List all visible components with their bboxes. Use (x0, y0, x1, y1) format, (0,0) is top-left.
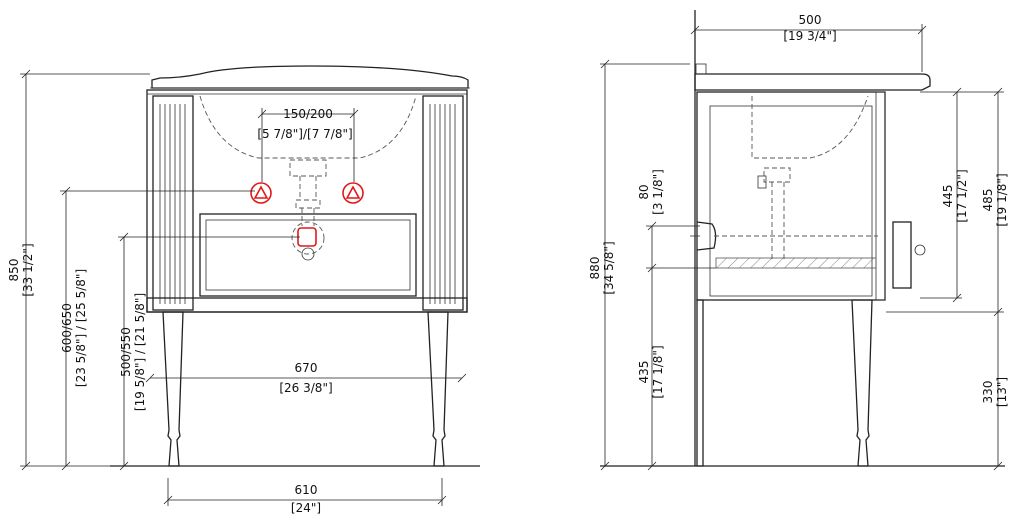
side-dim-leg-height: 330 [13"] (981, 312, 1009, 471)
side-drain-band-mm: 80 (637, 184, 651, 199)
side-cabinet-inner-mm: 445 (941, 185, 955, 208)
side-leg-height-mm: 330 (981, 381, 995, 404)
triangle-in-circle-icon (342, 182, 364, 204)
front-dim-height-tap: 600/650 [23 5/8"] / [25 5/8"] (60, 186, 255, 471)
front-countertop (151, 65, 469, 89)
side-hatched-drain-band (715, 257, 877, 269)
front-width-legs-mm: 610 (295, 483, 318, 497)
front-leg-left (162, 311, 184, 467)
front-width-inner-mm: 670 (295, 361, 318, 375)
front-height-tap-mm: 600/650 (60, 303, 74, 353)
side-cabinet-body (696, 91, 886, 301)
front-width-inner-inch: [26 3/8"] (279, 381, 332, 395)
square-drain-icon (297, 227, 317, 247)
side-drain-band-inch: [3 1/8"] (651, 169, 665, 215)
side-cabinet-inner-inch: [17 1/2"] (955, 169, 969, 222)
side-dim-drain-band: 80 [3 1/8"] (637, 169, 716, 273)
side-countertop (694, 73, 931, 91)
side-height-total-mm: 880 (588, 257, 602, 280)
side-height-total-inch: [34 5/8"] (602, 241, 616, 294)
side-cabinet-outer-mm: 485 (981, 189, 995, 212)
side-dim-height-drain: 435 [17 1/8"] (637, 268, 665, 471)
side-leg-right (851, 299, 873, 467)
front-dim-width-inner: 670 [26 3/8"] (145, 361, 467, 395)
front-view: 850 [33 1/2"] 600/650 [23 5/8"] / [25 5/… (7, 65, 480, 515)
front-cabinet-body (146, 89, 468, 313)
front-height-total-mm: 850 (7, 259, 21, 282)
side-depth-inch: [19 3/4"] (783, 29, 836, 43)
front-dim-height-total: 850 [33 1/2"] (7, 69, 150, 471)
triangle-in-circle-icon (250, 182, 272, 204)
front-width-legs-inch: [24"] (291, 501, 321, 515)
front-tap-spacing-mm: 150/200 (283, 107, 333, 121)
front-leg-right (427, 311, 449, 467)
side-height-drain-inch: [17 1/8"] (651, 345, 665, 398)
front-tap-spacing-inch: [5 7/8"]/[7 7/8"] (257, 127, 352, 141)
front-height-total-inch: [33 1/2"] (21, 243, 35, 296)
side-depth-mm: 500 (799, 13, 822, 27)
front-height-tap-inch: [23 5/8"] / [25 5/8"] (74, 269, 88, 387)
front-height-drain-mm: 500/550 (119, 327, 133, 377)
front-dim-width-legs: 610 [24"] (163, 478, 447, 515)
front-height-drain-inch: [19 5/8"] / [21 5/8"] (133, 293, 147, 411)
side-view: 500 [19 3/4"] 880 [34 5/8"] 80 [3 1/8"] (588, 10, 1009, 471)
side-dim-height-total: 880 [34 5/8"] (588, 59, 690, 471)
side-cabinet-outer-inch: [19 1/8"] (995, 173, 1009, 226)
side-leg-height-inch: [13"] (995, 377, 1009, 407)
side-dim-cabinet-outer: 485 [19 1/8"] (886, 87, 1009, 317)
side-height-drain-mm: 435 (637, 361, 651, 384)
front-dim-height-drain: 500/550 [19 5/8"] / [21 5/8"] (118, 232, 300, 471)
side-dim-depth: 500 [19 3/4"] (690, 13, 927, 72)
front-drawer (199, 213, 417, 297)
side-leg-left (696, 299, 704, 467)
side-dim-cabinet-inner: 445 [17 1/2"] (920, 87, 1004, 303)
front-dim-tap-spacing: 150/200 [5 7/8"]/[7 7/8"] (257, 107, 359, 182)
